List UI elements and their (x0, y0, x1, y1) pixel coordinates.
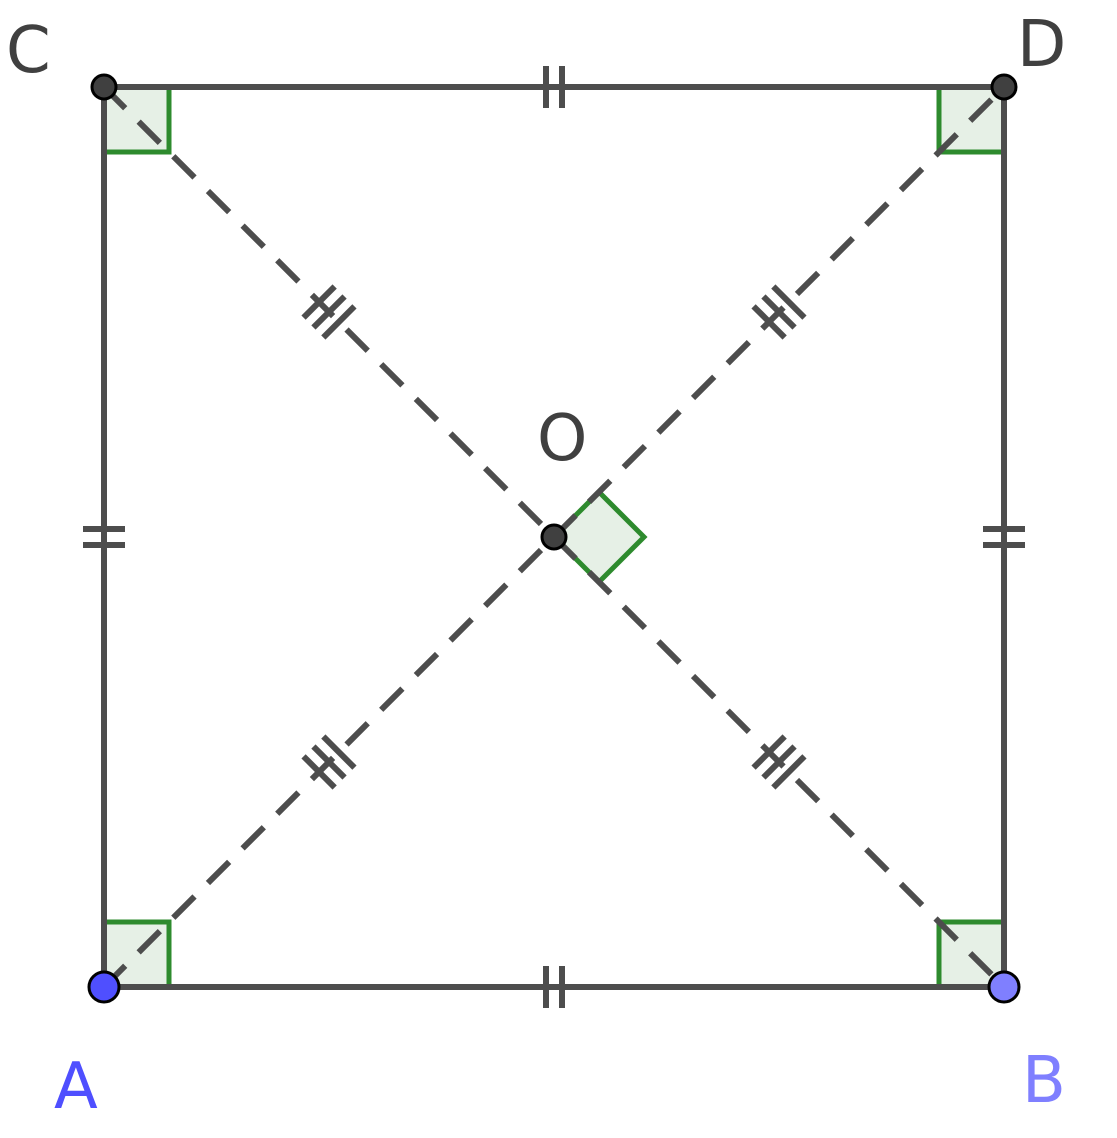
points (87, 73, 1021, 1004)
point-A[interactable] (87, 970, 121, 1004)
tick-mark-CO (301, 284, 357, 340)
tick-mark-OB (751, 734, 807, 790)
label-A: A (54, 1050, 98, 1124)
tick-mark-CA (83, 526, 125, 548)
half-diagonal-tick-marks (301, 284, 807, 790)
label-O: O (537, 402, 587, 476)
tick-mark-AO (301, 734, 357, 790)
tick-mark-AB (543, 966, 565, 1008)
tick-mark-CD (543, 66, 565, 108)
label-C: C (6, 14, 51, 88)
tick-mark-DB (983, 526, 1025, 548)
label-D: D (1017, 8, 1066, 82)
point-O[interactable] (540, 523, 568, 551)
right-angle-marker-O (550, 488, 648, 586)
tick-mark-OD (751, 284, 807, 340)
point-C[interactable] (90, 73, 118, 101)
square-sides (101, 84, 1007, 990)
point-B[interactable] (987, 970, 1021, 1004)
point-D[interactable] (990, 73, 1018, 101)
diagonal-CB (101, 84, 1007, 990)
label-B: B (1022, 1044, 1066, 1118)
diagonal-AD (101, 84, 1007, 990)
side-tick-marks (83, 66, 1025, 1008)
diagonals (101, 84, 1007, 990)
point-labels: C D O A B (6, 8, 1066, 1124)
